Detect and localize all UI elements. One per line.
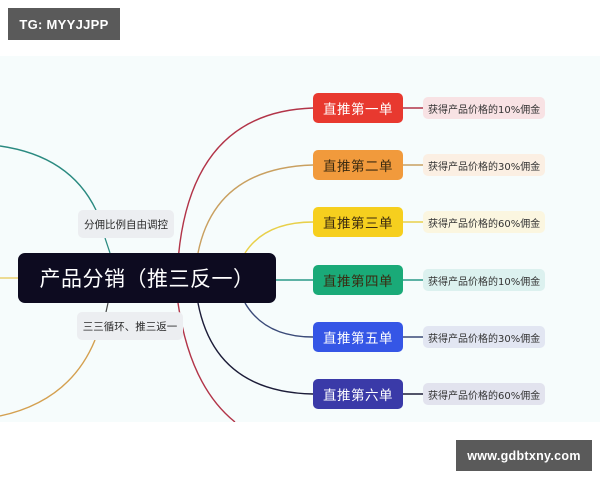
edge-branch-2 bbox=[197, 164, 314, 254]
edge-left-teal bbox=[0, 145, 97, 211]
leaf-node-6[interactable]: 获得产品价格的60%佣金 bbox=[423, 383, 546, 405]
edge-branch-1 bbox=[177, 107, 314, 262]
edge-branch-6 bbox=[197, 302, 314, 395]
edge-left-center-bottom bbox=[105, 302, 109, 313]
edge-branch-5 bbox=[244, 302, 314, 338]
branch-node-2[interactable]: 直推第二单 bbox=[313, 150, 403, 180]
branch-node-1[interactable]: 直推第一单 bbox=[313, 93, 403, 123]
branch-node-3[interactable]: 直推第三单 bbox=[313, 207, 403, 237]
leaf-node-2[interactable]: 获得产品价格的30%佣金 bbox=[423, 154, 546, 176]
leaf-node-3[interactable]: 获得产品价格的60%佣金 bbox=[423, 211, 546, 233]
side-node-triple-cycle[interactable]: 三三循环、推三返一 bbox=[77, 312, 183, 340]
branch-node-5[interactable]: 直推第五单 bbox=[313, 322, 403, 352]
edge-branch-3 bbox=[244, 221, 314, 254]
root-node[interactable]: 产品分销（推三反一） bbox=[18, 253, 276, 303]
mindmap-canvas: 产品分销（推三反一） 分佣比例自由调控 三三循环、推三返一 直推第一单 直推第二… bbox=[0, 56, 600, 422]
edge-left-orange bbox=[0, 339, 96, 417]
edge-left-center-top bbox=[104, 237, 111, 254]
side-node-commission-control[interactable]: 分佣比例自由调控 bbox=[78, 210, 174, 238]
leaf-node-5[interactable]: 获得产品价格的30%佣金 bbox=[423, 326, 546, 348]
leaf-node-4[interactable]: 获得产品价格的10%佣金 bbox=[423, 269, 546, 291]
branch-node-4[interactable]: 直推第四单 bbox=[313, 265, 403, 295]
watermark-bottom-right: www.gdbtxny.com bbox=[456, 440, 592, 471]
leaf-node-1[interactable]: 获得产品价格的10%佣金 bbox=[423, 97, 546, 119]
watermark-top-left: TG: MYYJJPP bbox=[8, 8, 120, 40]
branch-node-6[interactable]: 直推第六单 bbox=[313, 379, 403, 409]
